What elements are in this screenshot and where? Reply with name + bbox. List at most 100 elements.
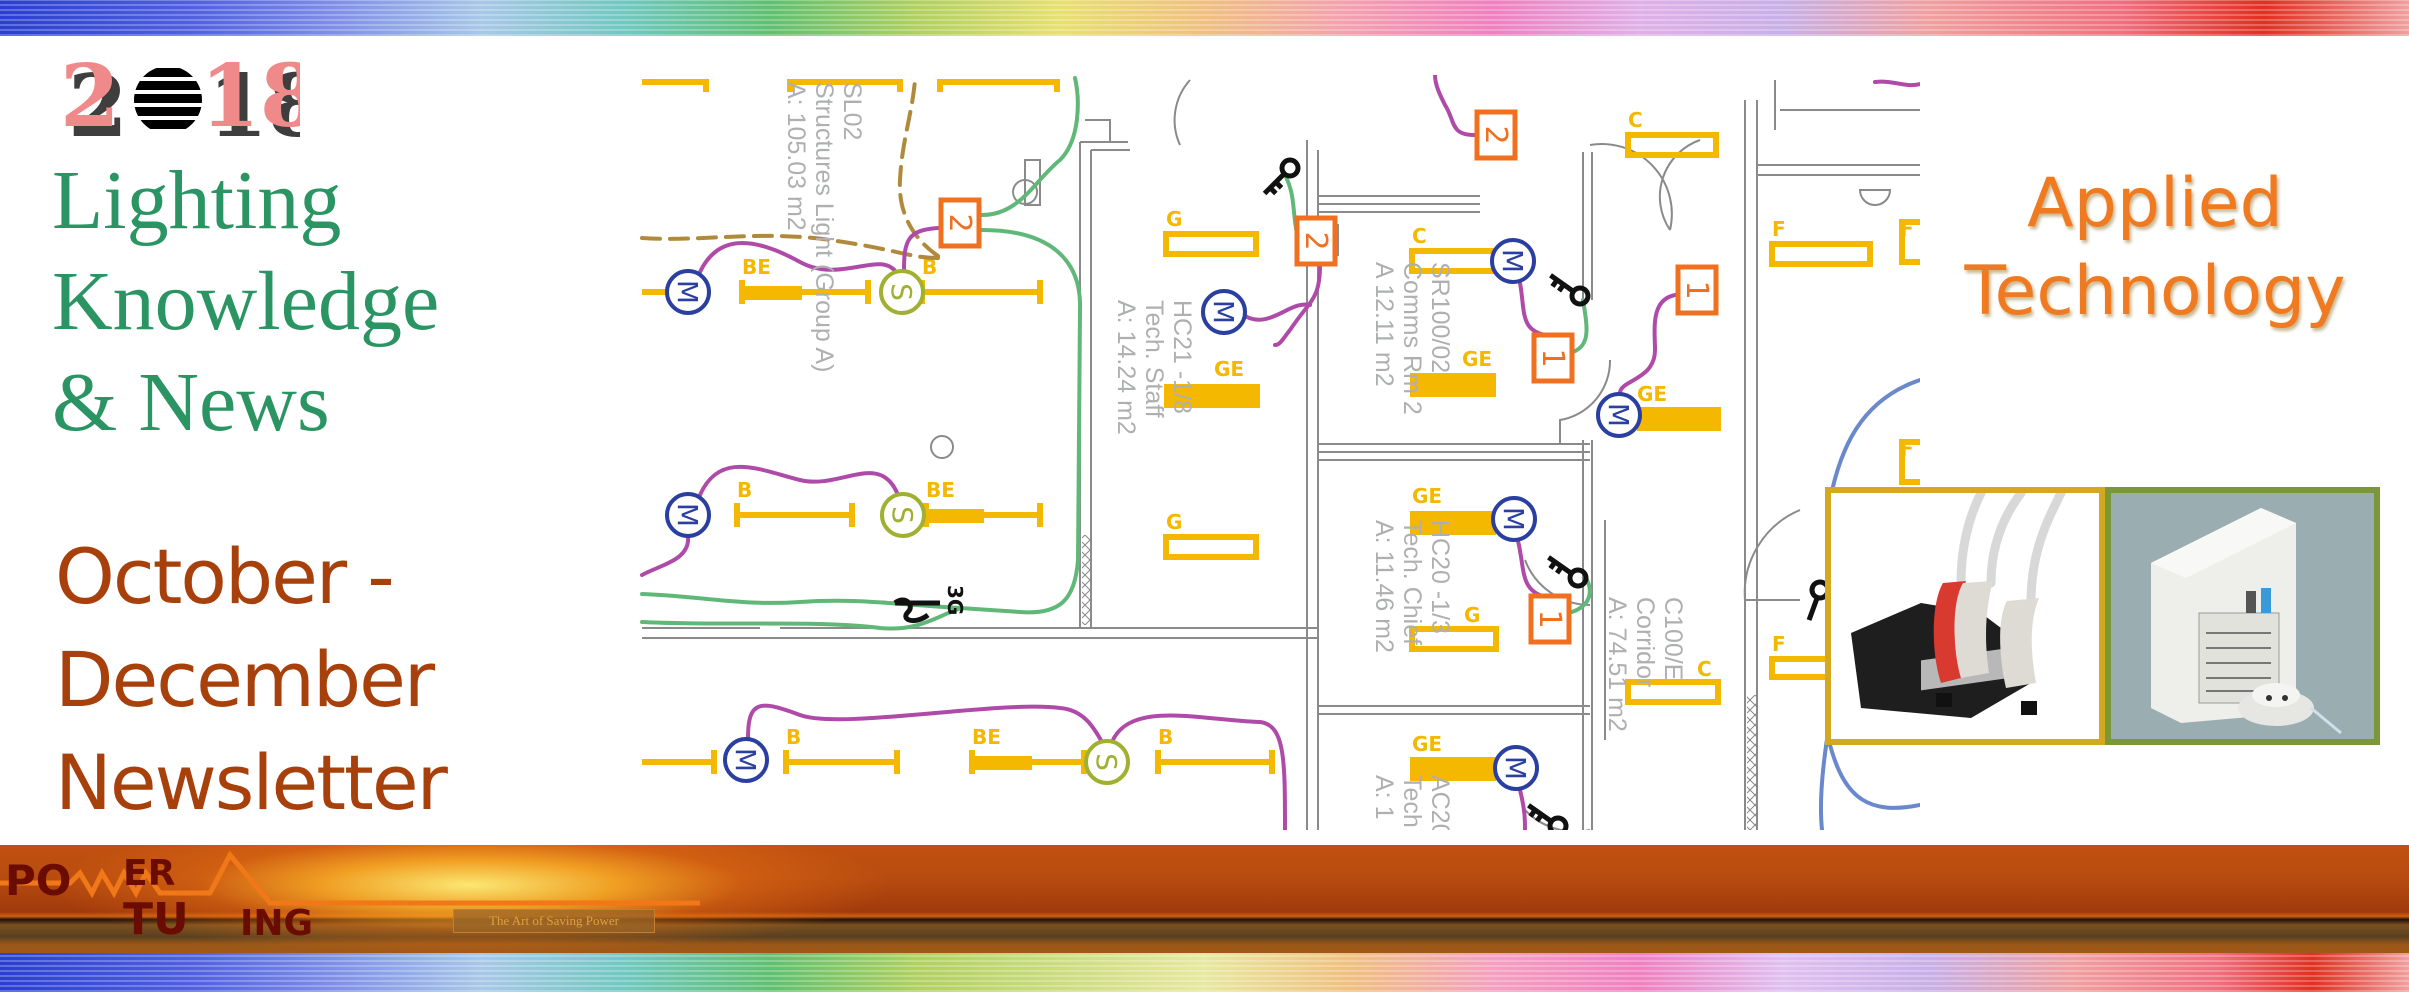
motion-sensors: M M M M M M M M [665,238,1642,791]
fixture-label: B [737,478,752,502]
svg-text:1: 1 [1532,609,1567,628]
green-wires [640,76,1592,631]
emergency-fixtures [742,286,1721,781]
switch-sensor-icon: S [1084,739,1130,785]
logo-tu: TU [123,894,189,945]
svg-text:M: M [1499,756,1532,780]
hatched-wall [1082,535,1091,625]
year-2018-logo: 2 18 [60,52,300,142]
svg-text:2: 2 [942,213,977,232]
fixture-label: GE [1412,484,1442,508]
fixture-label: C [1628,108,1643,132]
fixture-label: F [1772,217,1786,241]
striped-zero-icon [134,66,202,134]
fixture-label: F [1900,217,1914,241]
fixture-label: G [1166,510,1182,534]
motion-sensor-icon: M [665,492,711,538]
newsletter-period: October - December Newsletter [55,525,448,834]
dashed-circuit [640,78,940,260]
motion-sensor-icon: M [1493,745,1539,791]
fixture-label: B [1158,725,1173,749]
title-line: Lighting [52,154,342,247]
circuit-box-icon: 2 [938,197,982,249]
svg-text:2: 2 [1298,231,1333,250]
year-digit: 2 [60,52,120,142]
brand-tagline: The Art of Saving Power [453,909,655,933]
fixture-label: B [922,255,937,279]
motion-sensor-icon: M [1596,392,1642,438]
fixture-label: BE [972,725,1001,749]
fixture-label: GE [1412,732,1442,756]
year-digits: 18 [200,52,300,142]
fixture-label: C [1697,657,1712,681]
fixture-label: C [1412,224,1427,248]
wire-connector-image [1851,493,2066,718]
logo-ing: ING [240,903,314,944]
fixture-label: GE [1637,382,1667,406]
fixture-label: G [1166,207,1182,231]
circuit-box-icon: 1 [1531,332,1575,384]
motion-sensor-icon: M [1201,289,1247,335]
sensor-module-product-photo [2105,487,2380,745]
logo-er: ER [123,853,176,894]
svg-text:1: 1 [1535,348,1570,367]
motion-sensor-icon: M [665,269,711,315]
svg-text:S: S [885,283,918,301]
circuit-box-icon: 1 [1675,264,1719,316]
period-line: December [55,635,435,724]
circuit-box-icon: 2 [1474,109,1518,161]
svg-text:M: M [671,280,704,304]
svg-text:1: 1 [1679,280,1714,299]
switch-sensor-icon: S [880,492,926,538]
svg-text:M: M [1207,300,1240,324]
newsletter-title: Lighting Knowledge & News [52,150,439,453]
heading-line: Applied [2027,164,2283,243]
fixture-label: F [1900,437,1914,461]
circuit-box-icon: 1 [1528,593,1572,645]
zigzag-line [0,850,700,906]
fixture-label: F [1772,632,1786,656]
svg-text:2: 2 [1478,125,1513,144]
sensor-module-image [2151,508,2342,735]
switch-3g-label: 3G [943,585,967,615]
svg-text:M: M [729,748,762,772]
svg-text:M: M [1496,249,1529,273]
svg-text:S: S [886,506,919,524]
fixture-label: G [1464,603,1480,627]
title-line: Knowledge [52,255,440,348]
motion-sensor-icon: M [1490,238,1536,284]
top-rainbow-strip [0,0,2409,36]
sunset-glow [0,845,1100,953]
switch-sensor-icon: S [879,269,925,315]
heading-line: Technology [1964,252,2346,331]
wiring [640,75,1920,830]
motion-sensor-icon: M [723,737,769,783]
fixture-labels: BE B B BE B BE B G G GE C GE C GE F F F … [737,108,1914,756]
fixture-label: B [786,725,801,749]
fixture-label: GE [1462,347,1492,371]
period-line: October - [55,532,395,621]
hatched-wall [1747,695,1756,830]
svg-text:M: M [671,503,704,527]
purple-wires [640,75,1920,830]
switch-sensors: S S S [879,269,1130,785]
title-line: & News [52,356,330,449]
circuit-boxes: 2 2 2 1 1 1 [938,109,1719,645]
svg-text:S: S [1090,753,1123,771]
fixture-label: GE [1214,357,1244,381]
key-switch-icon [893,157,1831,830]
svg-text:M: M [1602,403,1635,427]
applied-technology-heading: Applied Technology [1945,160,2365,336]
logo-po: PO [5,856,72,905]
circuit-box-icon: 2 [1294,215,1338,267]
connector-product-photo [1825,487,2105,745]
period-line: Newsletter [55,738,448,827]
bottom-rainbow-strip [0,953,2409,992]
